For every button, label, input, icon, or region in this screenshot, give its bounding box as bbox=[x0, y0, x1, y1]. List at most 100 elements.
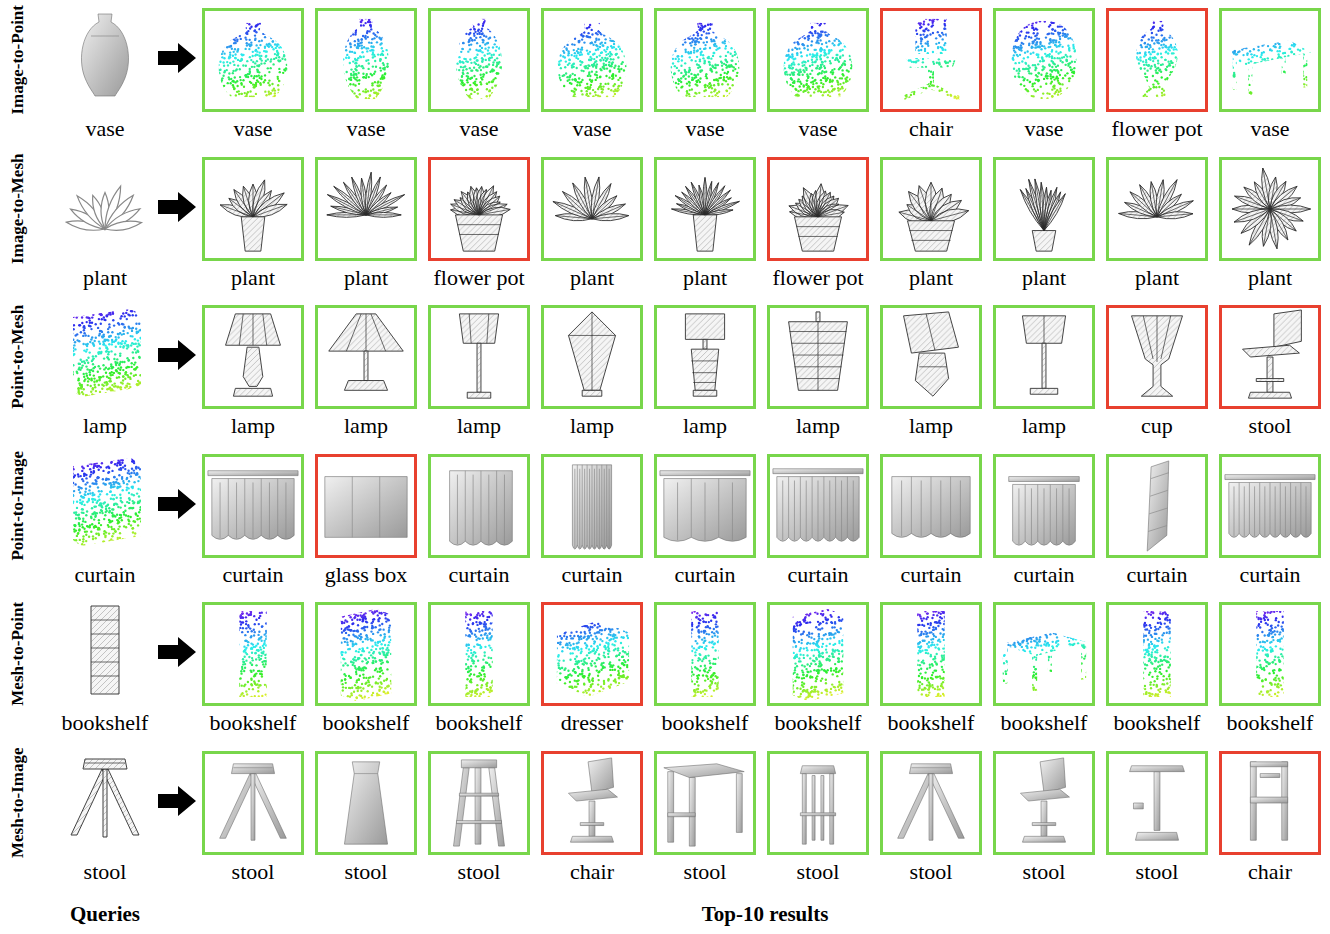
point bbox=[149, 482, 151, 484]
point bbox=[295, 78, 297, 80]
point-cloud bbox=[54, 451, 156, 553]
point bbox=[232, 100, 234, 102]
point bbox=[68, 349, 70, 351]
point bbox=[108, 526, 110, 528]
point bbox=[150, 481, 152, 483]
point bbox=[140, 305, 142, 307]
point bbox=[113, 324, 115, 326]
point bbox=[115, 346, 117, 348]
point bbox=[93, 308, 95, 310]
point bbox=[297, 69, 299, 71]
point bbox=[101, 318, 103, 320]
point bbox=[97, 307, 99, 309]
point bbox=[89, 351, 91, 353]
point bbox=[227, 100, 229, 102]
point bbox=[85, 311, 87, 313]
point bbox=[150, 483, 152, 485]
point bbox=[77, 387, 79, 389]
point bbox=[293, 29, 295, 31]
point bbox=[259, 22, 261, 24]
point bbox=[145, 525, 147, 527]
point bbox=[87, 384, 89, 386]
point bbox=[105, 479, 107, 481]
point bbox=[103, 316, 105, 318]
point bbox=[136, 518, 138, 520]
point bbox=[68, 338, 70, 340]
point bbox=[81, 322, 83, 324]
point bbox=[151, 503, 153, 505]
point bbox=[117, 458, 119, 460]
point bbox=[135, 455, 137, 457]
point bbox=[58, 366, 60, 368]
point bbox=[148, 357, 150, 359]
point bbox=[281, 41, 283, 43]
object-surface bbox=[71, 769, 108, 835]
point bbox=[222, 18, 224, 20]
point bbox=[150, 362, 152, 364]
point bbox=[100, 323, 102, 325]
point bbox=[59, 539, 61, 541]
point bbox=[105, 511, 107, 513]
object-edge bbox=[91, 620, 119, 621]
point bbox=[99, 511, 101, 513]
point bbox=[72, 466, 74, 468]
point bbox=[121, 343, 123, 345]
point bbox=[146, 401, 148, 403]
point bbox=[295, 16, 297, 18]
point bbox=[86, 481, 88, 483]
point bbox=[60, 509, 62, 511]
point bbox=[129, 304, 131, 306]
point bbox=[274, 43, 276, 45]
point bbox=[92, 501, 94, 503]
point bbox=[93, 483, 95, 485]
point bbox=[83, 473, 85, 475]
point bbox=[57, 549, 59, 551]
point bbox=[62, 396, 64, 398]
point bbox=[154, 537, 156, 539]
point bbox=[139, 391, 141, 393]
point bbox=[142, 477, 144, 479]
object-surface bbox=[91, 606, 119, 694]
point bbox=[75, 539, 77, 541]
point bbox=[69, 315, 71, 317]
point bbox=[64, 375, 66, 377]
point bbox=[135, 314, 137, 316]
point bbox=[107, 504, 109, 506]
point bbox=[223, 94, 225, 96]
point bbox=[125, 514, 127, 516]
point bbox=[218, 85, 220, 87]
point bbox=[62, 311, 64, 313]
point bbox=[90, 398, 92, 400]
point bbox=[131, 544, 133, 546]
point bbox=[206, 103, 208, 105]
point bbox=[210, 52, 212, 54]
point bbox=[236, 50, 238, 52]
point bbox=[216, 87, 218, 89]
point bbox=[127, 519, 129, 521]
point bbox=[99, 400, 101, 402]
point bbox=[116, 487, 118, 489]
point bbox=[131, 458, 133, 460]
point bbox=[89, 462, 91, 464]
point bbox=[77, 457, 79, 459]
point bbox=[71, 529, 73, 531]
point bbox=[113, 341, 115, 343]
point bbox=[221, 56, 223, 58]
point bbox=[146, 322, 148, 324]
point bbox=[293, 67, 295, 69]
point bbox=[81, 457, 83, 459]
point bbox=[93, 471, 95, 473]
point bbox=[145, 382, 147, 384]
point bbox=[136, 492, 138, 494]
point bbox=[115, 338, 117, 340]
point bbox=[237, 21, 239, 23]
point bbox=[291, 60, 293, 62]
point bbox=[116, 451, 118, 453]
point bbox=[59, 374, 61, 376]
point bbox=[133, 536, 135, 538]
point bbox=[145, 401, 147, 403]
point bbox=[95, 547, 97, 549]
point bbox=[120, 400, 122, 402]
point bbox=[120, 455, 122, 457]
point bbox=[147, 325, 149, 327]
